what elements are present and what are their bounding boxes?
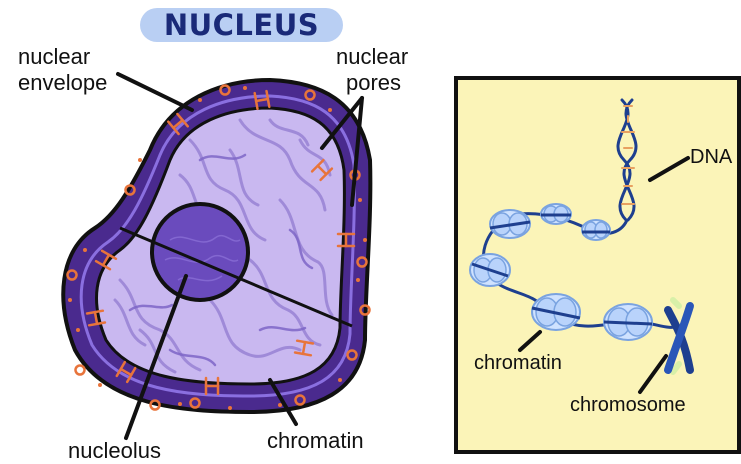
- label-nuclear-envelope-1: nuclear: [18, 44, 90, 70]
- label-dna: DNA: [690, 144, 732, 170]
- nucleolus: [152, 204, 248, 300]
- label-nucleolus: nucleolus: [68, 438, 161, 464]
- leader-nuclear-envelope: [118, 74, 192, 110]
- nucleus-illustration: [63, 80, 370, 412]
- label-nuclear-pores-1: nuclear: [336, 44, 408, 70]
- label-chromosome: chromosome: [570, 392, 686, 418]
- label-chromatin-right: chromatin: [474, 350, 562, 376]
- label-nuclear-envelope-2: envelope: [18, 70, 107, 96]
- label-nuclear-pores-2: pores: [346, 70, 401, 96]
- label-chromatin-left: chromatin: [267, 428, 364, 454]
